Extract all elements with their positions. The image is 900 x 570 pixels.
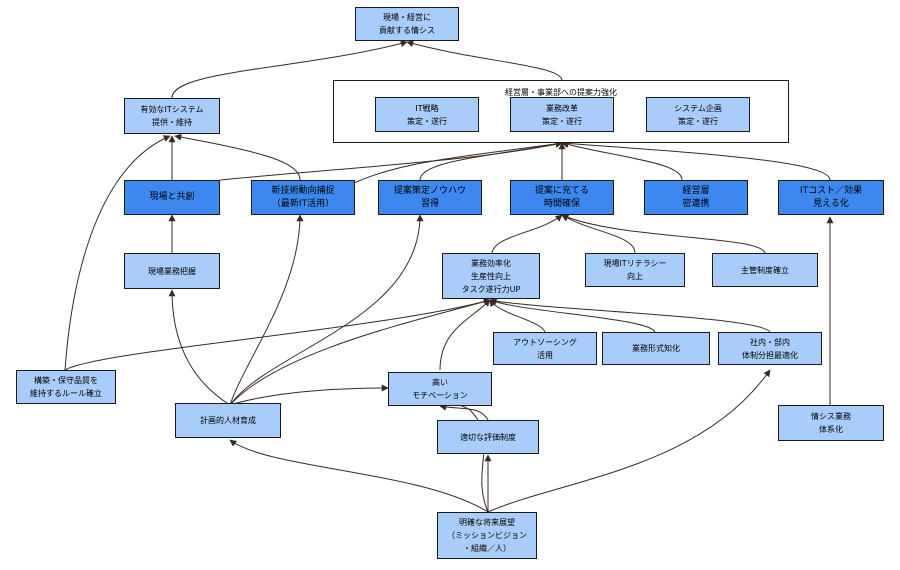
arrow-knowhow-to-frame [419, 140, 563, 181]
itcost-line-1: ITコスト／効果 [799, 185, 863, 196]
time-line-1: 提案に充てる [534, 185, 589, 196]
arrow-hr-to-motivation [229, 384, 389, 406]
frame-title: 経営層・事業部への提案力強化 [505, 88, 617, 97]
division-line-2: 体制分担最適化 [742, 350, 798, 360]
motivation-line-2: モチベーション [412, 391, 468, 400]
proposal-knowhow-node: 提案策定ノウハウ 習得 [378, 180, 482, 215]
goal-line-2: 貢献する情シス [379, 26, 435, 35]
vision-node: 明確な将来展望 （ミッションビジョン ・組織／人） [437, 512, 537, 559]
it-strategy-node: IT戦略 策定・遂行 [375, 97, 479, 132]
formal-line-1: 業務形式知化 [632, 344, 680, 353]
ownership-line-1: 主管制度確立 [741, 265, 789, 275]
mgmt-line-2: 密連携 [682, 198, 710, 209]
itstrat-line-2: 策定・遂行 [407, 116, 447, 126]
newtech-line-2: （最新IT活用） [271, 198, 335, 209]
hr-training-node: 計画的人材育成 [175, 403, 281, 438]
time-line-2: 時間確保 [543, 198, 580, 209]
field-grasp-node: 現場業務把握 [124, 253, 220, 289]
evaluation-node: 適切な評価制度 [437, 420, 539, 454]
knowhow-line-1: 提案策定ノウハウ [393, 185, 466, 196]
it-cost-node: ITコスト／効果 見える化 [778, 180, 884, 215]
system-planning-node: システム企画 策定・遂行 [646, 97, 750, 132]
itsys-line-1: 情シス業務 [811, 412, 851, 421]
motivation-node: 高い モチベーション [388, 372, 492, 406]
arrow-vision-to-hr [229, 439, 489, 513]
hr-line-1: 計画的人材育成 [200, 416, 256, 425]
arrow-hr-to-eff [229, 298, 491, 406]
goal-contribute-node: 現場・経営に 貢献する情シス [355, 7, 459, 41]
arrow-provide-to-goal [171, 40, 408, 99]
arrow-mgmt-to-frame [561, 141, 683, 181]
vision-line-2: （ミッションビジョン [447, 531, 527, 540]
arrow-newtech-to-frame [349, 140, 563, 186]
formalization-node: 業務形式知化 [602, 332, 710, 365]
eff-line-1: 業務効率化 [471, 258, 511, 268]
outsource-line-1: アウトソーシング [513, 337, 577, 347]
collab-line-1: 現場と共創 [149, 192, 195, 202]
provide-line-1: 有効なITシステム [140, 105, 204, 114]
arrow-ownership-to-time [561, 214, 766, 254]
arrow-motivation-to-eff [439, 299, 491, 371]
eff-line-3: タスク遂行力UP [461, 284, 521, 294]
reform-line-1: 業務改革 [546, 103, 578, 113]
arrow-division-to-eff [489, 297, 771, 333]
motivation-line-1: 高い [432, 378, 448, 387]
new-tech-node: 新技術動向捕捉 （最新IT活用） [251, 180, 355, 215]
arrow-frame-to-goal [406, 40, 563, 81]
provide-it-node: 有効なITシステム 提供・維持 [124, 98, 220, 134]
knowhow-line-2: 習得 [420, 198, 439, 209]
quality-rules-node: 構築・保守品質を 維持するルール確立 [16, 370, 116, 404]
division-labor-node: 社内・部内 体制分担最適化 [718, 332, 822, 365]
reform-line-2: 策定・遂行 [542, 116, 582, 126]
eval-line-1: 適切な評価制度 [460, 432, 516, 442]
provide-line-2: 提供・維持 [152, 118, 192, 127]
arrow-hr-to-newtech [229, 214, 304, 406]
mgmt-close-node: 経営層 密連携 [644, 180, 748, 215]
business-reform-node: 業務改革 策定・遂行 [510, 97, 614, 132]
arrow-hr-to-knowhow [229, 214, 424, 406]
vision-line-3: ・組織／人） [463, 544, 511, 553]
vision-line-1: 明確な将来展望 [459, 518, 515, 527]
arrow-itcost-to-frame [561, 139, 831, 181]
arrow-outsourcing-to-eff [489, 299, 546, 333]
arrow-vision-to-division [487, 369, 771, 513]
literacy-line-2: 向上 [627, 272, 643, 281]
arrow-formal-to-eff [489, 299, 656, 333]
ownership-node: 主管制度確立 [712, 253, 818, 287]
arrow-efficiency-to-time [491, 214, 563, 254]
division-line-1: 社内・部内 [750, 337, 790, 347]
sysplan-line-2: 策定・遂行 [678, 116, 718, 126]
quality-line-1: 構築・保守品質を [34, 376, 98, 385]
it-system-node: 情シス業務 体系化 [778, 405, 884, 441]
arrow-quality-to-provide [64, 135, 171, 371]
field-literacy-node: 現場ITリテラシー 向上 [585, 253, 685, 287]
arrow-fieldcollab-to-frame [219, 140, 563, 181]
arrow-quality-to-eff [64, 298, 491, 371]
eff-line-2: 生産性向上 [471, 271, 511, 281]
outsource-line-2: 活用 [537, 350, 553, 360]
arrow-literacy-to-time [561, 214, 636, 254]
arrow-eval-to-motivation [439, 403, 489, 421]
arrow-hr-to-fieldgrasp [168, 289, 231, 406]
grasp-line-1: 現場業務把握 [148, 266, 196, 276]
proposal-time-node: 提案に充てる 時間確保 [510, 180, 614, 215]
sysplan-line-1: システム企画 [674, 103, 722, 113]
itcost-line-2: 見える化 [813, 198, 849, 209]
efficiency-node: 業務効率化 生産性向上 タスク遂行力UP [442, 253, 540, 299]
field-collab-node: 現場と共創 [124, 180, 220, 215]
arrow-newtech-to-provide [174, 133, 301, 181]
goal-line-1: 現場・経営に [383, 13, 431, 22]
itstrat-line-1: IT戦略 [415, 103, 439, 113]
literacy-line-1: 現場ITリテラシー [603, 259, 667, 268]
newtech-line-1: 新技術動向捕捉 [271, 185, 335, 196]
quality-line-2: 維持するルール確立 [30, 389, 102, 398]
itsys-line-2: 体系化 [819, 425, 843, 434]
outsourcing-node: アウトソーシング 活用 [493, 332, 597, 365]
mgmt-line-1: 経営層 [682, 185, 710, 196]
